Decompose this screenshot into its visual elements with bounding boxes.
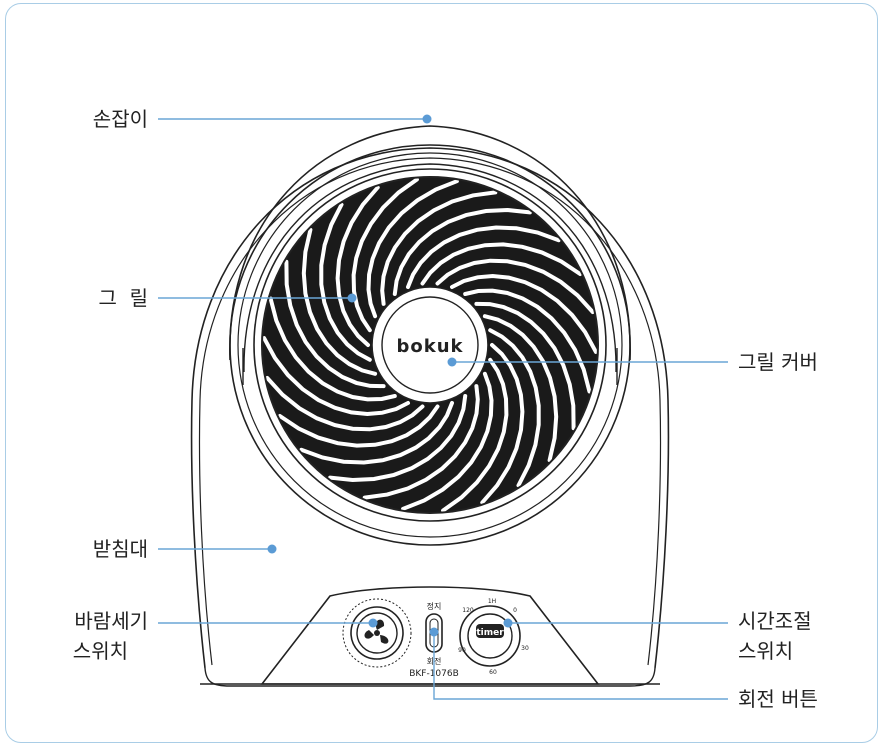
timer-knob-text: timer (476, 628, 504, 638)
grill-slot (366, 179, 459, 319)
brand-logo: bokuk (396, 336, 463, 357)
label-timer-switch-2: 스위치 (738, 639, 794, 663)
grill-slot (463, 288, 592, 394)
fan-body-outline-inner (198, 157, 662, 666)
timer-mark-120: 120 (462, 607, 474, 614)
timer-mark-30: 30 (521, 645, 529, 652)
grill-slot (380, 190, 498, 306)
label-timer-switch-1: 시간조절 (738, 609, 812, 633)
label-wind-switch-1: 바람세기 (74, 609, 148, 633)
label-grill-cover: 그릴 커버 (738, 350, 818, 374)
grill-slot (265, 376, 425, 432)
grill-slot (401, 371, 494, 511)
grill-slot (362, 384, 480, 500)
grill-slot (277, 404, 440, 448)
grill-slot (420, 242, 583, 286)
grill-cover-inner (381, 296, 479, 394)
grill-slot (301, 227, 378, 376)
fan-icon (364, 619, 389, 644)
grill-slot (474, 301, 576, 431)
grill-slot (335, 185, 380, 347)
label-wind-switch-2: 스위치 (72, 639, 128, 663)
label-rotate-button: 회전 버튼 (738, 687, 818, 711)
grill-ring-2 (237, 152, 623, 538)
grill-slot (441, 357, 509, 513)
grill-slot (319, 202, 372, 362)
timer-mark-0: 0 (513, 607, 517, 614)
leader-rotate-button (433, 632, 728, 700)
grill-slot (262, 336, 410, 417)
grill-slot (268, 296, 397, 402)
label-grill: 그 릴 (98, 286, 148, 310)
stop-label: 정지 (427, 601, 442, 611)
fan-body-outline (190, 147, 670, 669)
handle-outline (229, 125, 631, 361)
grill-slot (406, 225, 561, 289)
grill-slot (299, 401, 454, 465)
leader-lines (158, 118, 728, 700)
diagram-frame (5, 3, 878, 743)
grill-outer-ring (229, 144, 631, 546)
grill-ring-3 (253, 168, 607, 522)
leader-dots (267, 114, 513, 637)
grill-slot (392, 207, 532, 296)
grill-slot (351, 177, 419, 333)
grill-slot (482, 314, 559, 463)
timer-mark-1h: 1H (488, 598, 496, 605)
label-stand: 받침대 (92, 537, 148, 561)
grill-slot (488, 328, 541, 488)
grill-slot (435, 258, 595, 314)
timer-mark-60: 60 (489, 669, 497, 676)
label-handle: 손잡이 (92, 107, 148, 131)
handle-inner-outline (243, 163, 617, 373)
grill-spiral-slots (262, 177, 598, 513)
grill-slot (328, 394, 468, 483)
grill-slot (450, 273, 598, 354)
timer-mark-90: 90 (458, 647, 466, 654)
